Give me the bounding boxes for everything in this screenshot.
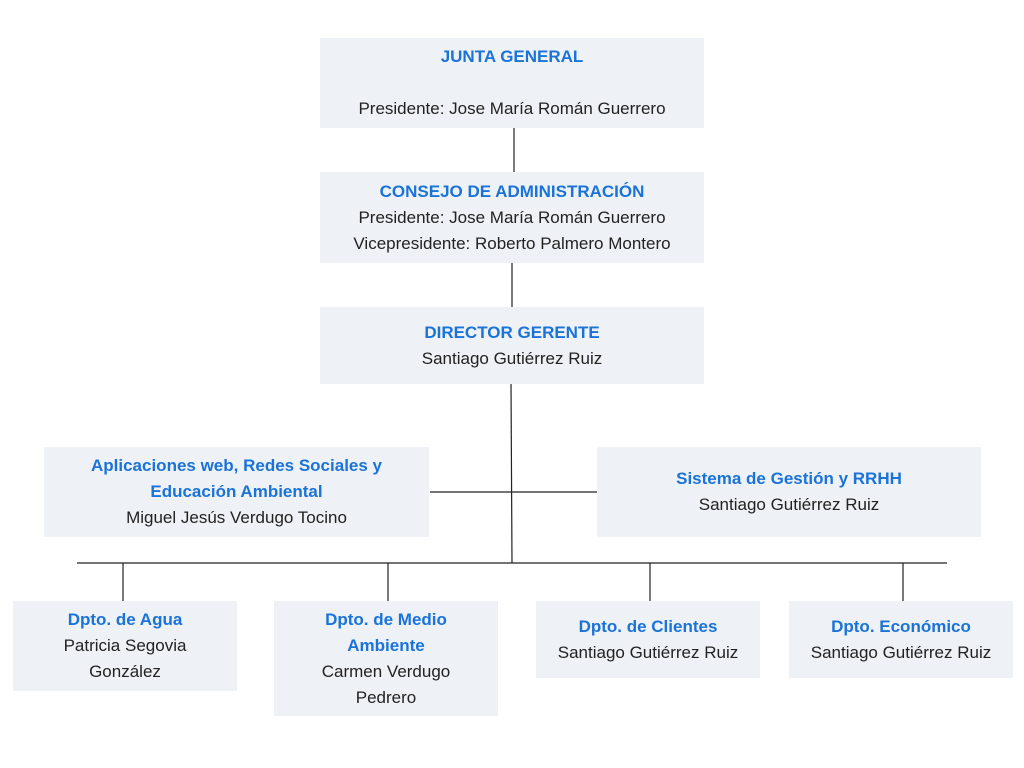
junta-general-box: JUNTA GENERAL Presidente: Jose María Rom… [320, 38, 704, 128]
dpto-medio-ambiente-name-line2: Pedrero [355, 687, 417, 707]
dpto-agua-name-line2: González [89, 662, 161, 681]
junta-general-president: Presidente: Jose María Román Guerrero [358, 99, 666, 118]
aplicaciones-web-box: Aplicaciones web, Redes Sociales y Educa… [44, 447, 429, 537]
sistema-gestion-title: Sistema de Gestión y RRHH [676, 469, 902, 488]
dpto-clientes-name: Santiago Gutiérrez Ruiz [557, 642, 739, 662]
aplicaciones-web-title-line2: Educación Ambiental [150, 482, 323, 501]
sistema-gestion-name: Santiago Gutiérrez Ruiz [698, 495, 880, 514]
dpto-agua-name-line1: Patricia Segovia [63, 636, 187, 655]
director-gerente-title: DIRECTOR GERENTE [424, 322, 600, 342]
sistema-gestion-box: Sistema de Gestión y RRHH Santiago Gutié… [597, 447, 981, 537]
consejo-administracion-title: CONSEJO DE ADMINISTRACIÓN [379, 181, 645, 201]
junta-general-title: JUNTA GENERAL [440, 47, 584, 66]
dpto-agua-box: Dpto. de Agua Patricia Segovia González [13, 601, 237, 691]
director-gerente-name: Santiago Gutiérrez Ruiz [421, 348, 603, 368]
dpto-clientes-title: Dpto. de Clientes [578, 616, 718, 636]
connector-director-main [510, 383, 513, 564]
dpto-medio-ambiente-title-line2: Ambiente [347, 635, 425, 655]
dpto-clientes-box: Dpto. de Clientes Santiago Gutiérrez Rui… [536, 601, 760, 678]
dpto-economico-name: Santiago Gutiérrez Ruiz [810, 642, 992, 662]
aplicaciones-web-name: Miguel Jesús Verdugo Tocino [126, 508, 347, 527]
dpto-economico-box: Dpto. Económico Santiago Gutiérrez Ruiz [789, 601, 1013, 678]
consejo-president: Presidente: Jose María Román Guerrero [358, 207, 666, 227]
aplicaciones-web-title-line1: Aplicaciones web, Redes Sociales y [90, 456, 383, 475]
dpto-medio-ambiente-title-line1: Dpto. de Medio [325, 609, 447, 629]
director-gerente-box: DIRECTOR GERENTE Santiago Gutiérrez Ruiz [320, 307, 704, 384]
dpto-agua-title: Dpto. de Agua [67, 610, 183, 629]
consejo-vicepresident: Vicepresidente: Roberto Palmero Montero [353, 233, 671, 253]
dpto-medio-ambiente-name-line1: Carmen Verdugo [321, 661, 451, 681]
dpto-medio-ambiente-box: Dpto. de Medio Ambiente Carmen Verdugo P… [274, 601, 498, 716]
consejo-administracion-box: CONSEJO DE ADMINISTRACIÓN Presidente: Jo… [320, 172, 704, 263]
dpto-economico-title: Dpto. Económico [831, 616, 971, 636]
